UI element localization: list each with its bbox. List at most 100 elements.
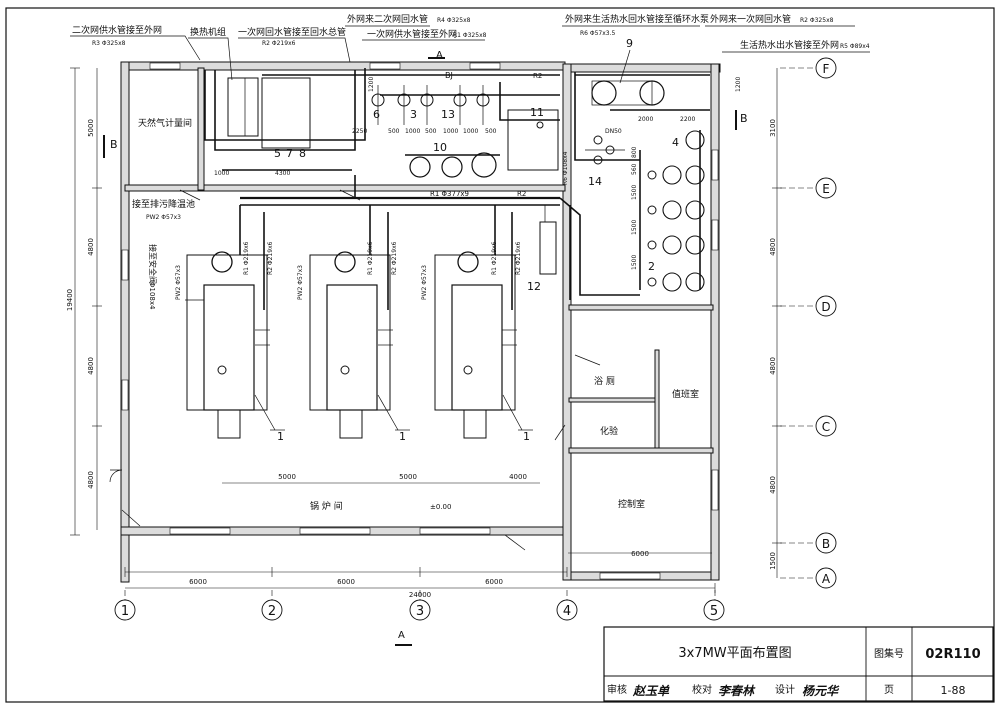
dim-right-2: 4800 — [769, 238, 777, 256]
dim-rw-560: 560 — [631, 163, 638, 175]
tank-12 — [539, 205, 557, 275]
dim-right-5: 1500 — [769, 552, 777, 570]
dim-right-1: 3100 — [769, 119, 777, 137]
label-boiler3-r1: R1 Φ219x6 — [491, 241, 498, 275]
svg-text:5: 5 — [710, 604, 718, 619]
label-boiler2-r2: R2 Φ219x6 — [391, 241, 398, 275]
svg-text:4: 4 — [563, 604, 571, 619]
svg-text:换热机组: 换热机组 — [190, 26, 226, 38]
label-domestic-out: 生活热水出水管接至外网 R5 Φ89x4 — [722, 39, 870, 53]
room-gas-meter: 天然气计量间 — [138, 117, 192, 129]
label-r6-vertical: R6 Φ108x4 — [562, 151, 569, 185]
svg-text:一次网回水管接至回水总管: 一次网回水管接至回水总管 — [238, 26, 346, 38]
axis-bubble-col-3: 3 — [409, 599, 431, 621]
svg-text:B: B — [822, 537, 830, 551]
title-block-atlas-no: 02R110 — [925, 647, 980, 662]
wall-bath-lab — [568, 397, 660, 403]
label-secondary-supply: 二次网供水管接至外网 R3 Φ325x8 — [70, 24, 201, 61]
svg-text:A: A — [822, 572, 831, 586]
label-dn50: DN50 — [605, 128, 622, 135]
label-boiler2-r1: R1 Φ219x6 — [367, 241, 374, 275]
callout-3-top: 3 — [410, 108, 417, 121]
callout-1-boiler3: 1 — [523, 430, 530, 443]
svg-text:A: A — [436, 50, 443, 61]
svg-text:1: 1 — [121, 604, 129, 619]
svg-text:Φ108x4: Φ108x4 — [148, 282, 156, 310]
section-mark-b-left: B — [103, 135, 118, 158]
title-block-page-no: 1-88 — [941, 684, 966, 697]
boiler-3 — [434, 205, 517, 439]
dim-left-1: 5000 — [87, 119, 95, 137]
dim-bottom-1: 6000 — [189, 578, 207, 586]
pumps-9 — [591, 80, 665, 106]
water-heaters — [647, 130, 705, 292]
callout-4: 4 — [672, 136, 679, 149]
axis-bubble-row-b: B — [815, 532, 837, 554]
svg-text:接至排污降温池: 接至排污降温池 — [132, 198, 195, 210]
callout-1-boiler2: 1 — [399, 430, 406, 443]
axis-bubble-col-2: 2 — [261, 599, 283, 621]
callout-7: 7 — [286, 147, 293, 160]
svg-text:C: C — [822, 420, 830, 434]
label-boiler2-pw2: PW2 Φ57x3 — [297, 265, 304, 300]
axis-bubble-row-c: C — [815, 415, 837, 437]
room-duty: 值班室 — [672, 388, 699, 400]
section-mark-a-top: A — [428, 50, 445, 61]
svg-text:B: B — [110, 138, 118, 151]
valve-group-14 — [585, 135, 625, 165]
wall-gas-room — [197, 67, 205, 191]
title-block-check-label: 校对 — [692, 683, 712, 696]
signature-reviewer: 赵玉单 — [632, 684, 670, 698]
svg-text:R3 Φ325x8: R3 Φ325x8 — [92, 40, 126, 47]
axis-bubble-col-5: 5 — [703, 599, 725, 621]
dim-rw-2000: 2000 — [638, 116, 653, 123]
axis-bubble-row-e: E — [815, 177, 837, 199]
svg-text:B: B — [740, 112, 748, 125]
callout-13: 13 — [441, 108, 455, 121]
dim-top-1000: 1000 — [214, 170, 229, 177]
svg-text:3: 3 — [416, 604, 424, 619]
label-r1-main: R1 Φ377x9 — [430, 190, 469, 198]
dim-rw-1500-c: 1500 — [631, 255, 638, 270]
axis-bubble-row-f: F — [815, 57, 837, 79]
wall-left — [120, 61, 130, 583]
svg-text:A: A — [398, 630, 405, 641]
label-outer-primary-return: 外网来一次网回水管 R2 Φ325x8 — [705, 13, 855, 27]
top-room-pipes — [204, 68, 560, 198]
dim-top-500-c: 500 — [485, 128, 497, 135]
callout-5: 5 — [274, 147, 281, 160]
dim-top-500-a: 500 — [388, 128, 400, 135]
title-block-review-label: 审核 — [607, 683, 627, 696]
dim-boiler-2: 5000 — [399, 473, 417, 481]
axis-bubble-col-4: 4 — [556, 599, 578, 621]
svg-text:R4 Φ325x8: R4 Φ325x8 — [437, 17, 471, 24]
dim-left-3: 4800 — [87, 357, 95, 375]
signature-designer: 杨元华 — [802, 684, 840, 698]
dim-top-1000-c: 1000 — [463, 128, 478, 135]
svg-text:F: F — [823, 62, 830, 76]
callout-8: 8 — [299, 147, 306, 160]
boiler-2 — [309, 205, 393, 439]
callout-6: 6 — [373, 108, 380, 121]
dim-boiler-3: 4000 — [509, 473, 527, 481]
boiler-leaders — [254, 394, 533, 431]
door-swings — [109, 189, 601, 551]
callout-1-boiler1: 1 — [277, 430, 284, 443]
title-block-title: 3x7MW平面布置图 — [678, 646, 791, 661]
dim-rw-2200: 2200 — [680, 116, 695, 123]
label-bj: BJ — [445, 71, 453, 80]
title-block — [603, 626, 994, 702]
svg-text:E: E — [822, 182, 830, 196]
svg-text:R5 Φ89x4: R5 Φ89x4 — [840, 43, 870, 50]
dim-bottom-3: 6000 — [485, 578, 503, 586]
callout-9: 9 — [626, 37, 633, 50]
label-boiler3-pw2: PW2 Φ57x3 — [421, 265, 428, 300]
dim-top-4300: 4300 — [275, 170, 290, 177]
dim-right-4: 4800 — [769, 476, 777, 494]
svg-text:一次网供水管接至外网: 一次网供水管接至外网 — [367, 28, 457, 40]
right-wing-pipes — [574, 72, 710, 290]
boiler-1 — [185, 205, 270, 439]
axis-bubble-row-d: D — [815, 295, 837, 317]
dim-lines-bottom — [124, 482, 716, 593]
